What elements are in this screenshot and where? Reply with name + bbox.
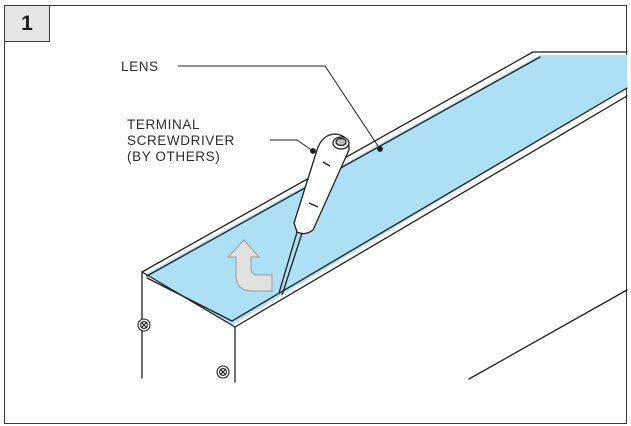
screwdriver-label-line1: TERMINAL <box>127 117 200 132</box>
step-number-badge: 1 <box>4 5 50 42</box>
callout-leaders <box>178 65 383 154</box>
screwdriver-leader <box>270 139 314 152</box>
screwdriver-illustration <box>278 133 350 296</box>
lens-label: LENS <box>121 59 159 74</box>
curved-up-arrow-icon <box>226 239 273 292</box>
screw-head-icon <box>137 318 151 332</box>
lens-leader <box>178 65 381 150</box>
screwdriver-label-line3: (BY OTHERS) <box>127 149 220 164</box>
screw-head-icon <box>216 365 230 379</box>
lens-panel <box>146 55 627 325</box>
fixture-housing <box>141 51 628 383</box>
screwdriver-label-line2: SCREWDRIVER <box>127 133 235 148</box>
